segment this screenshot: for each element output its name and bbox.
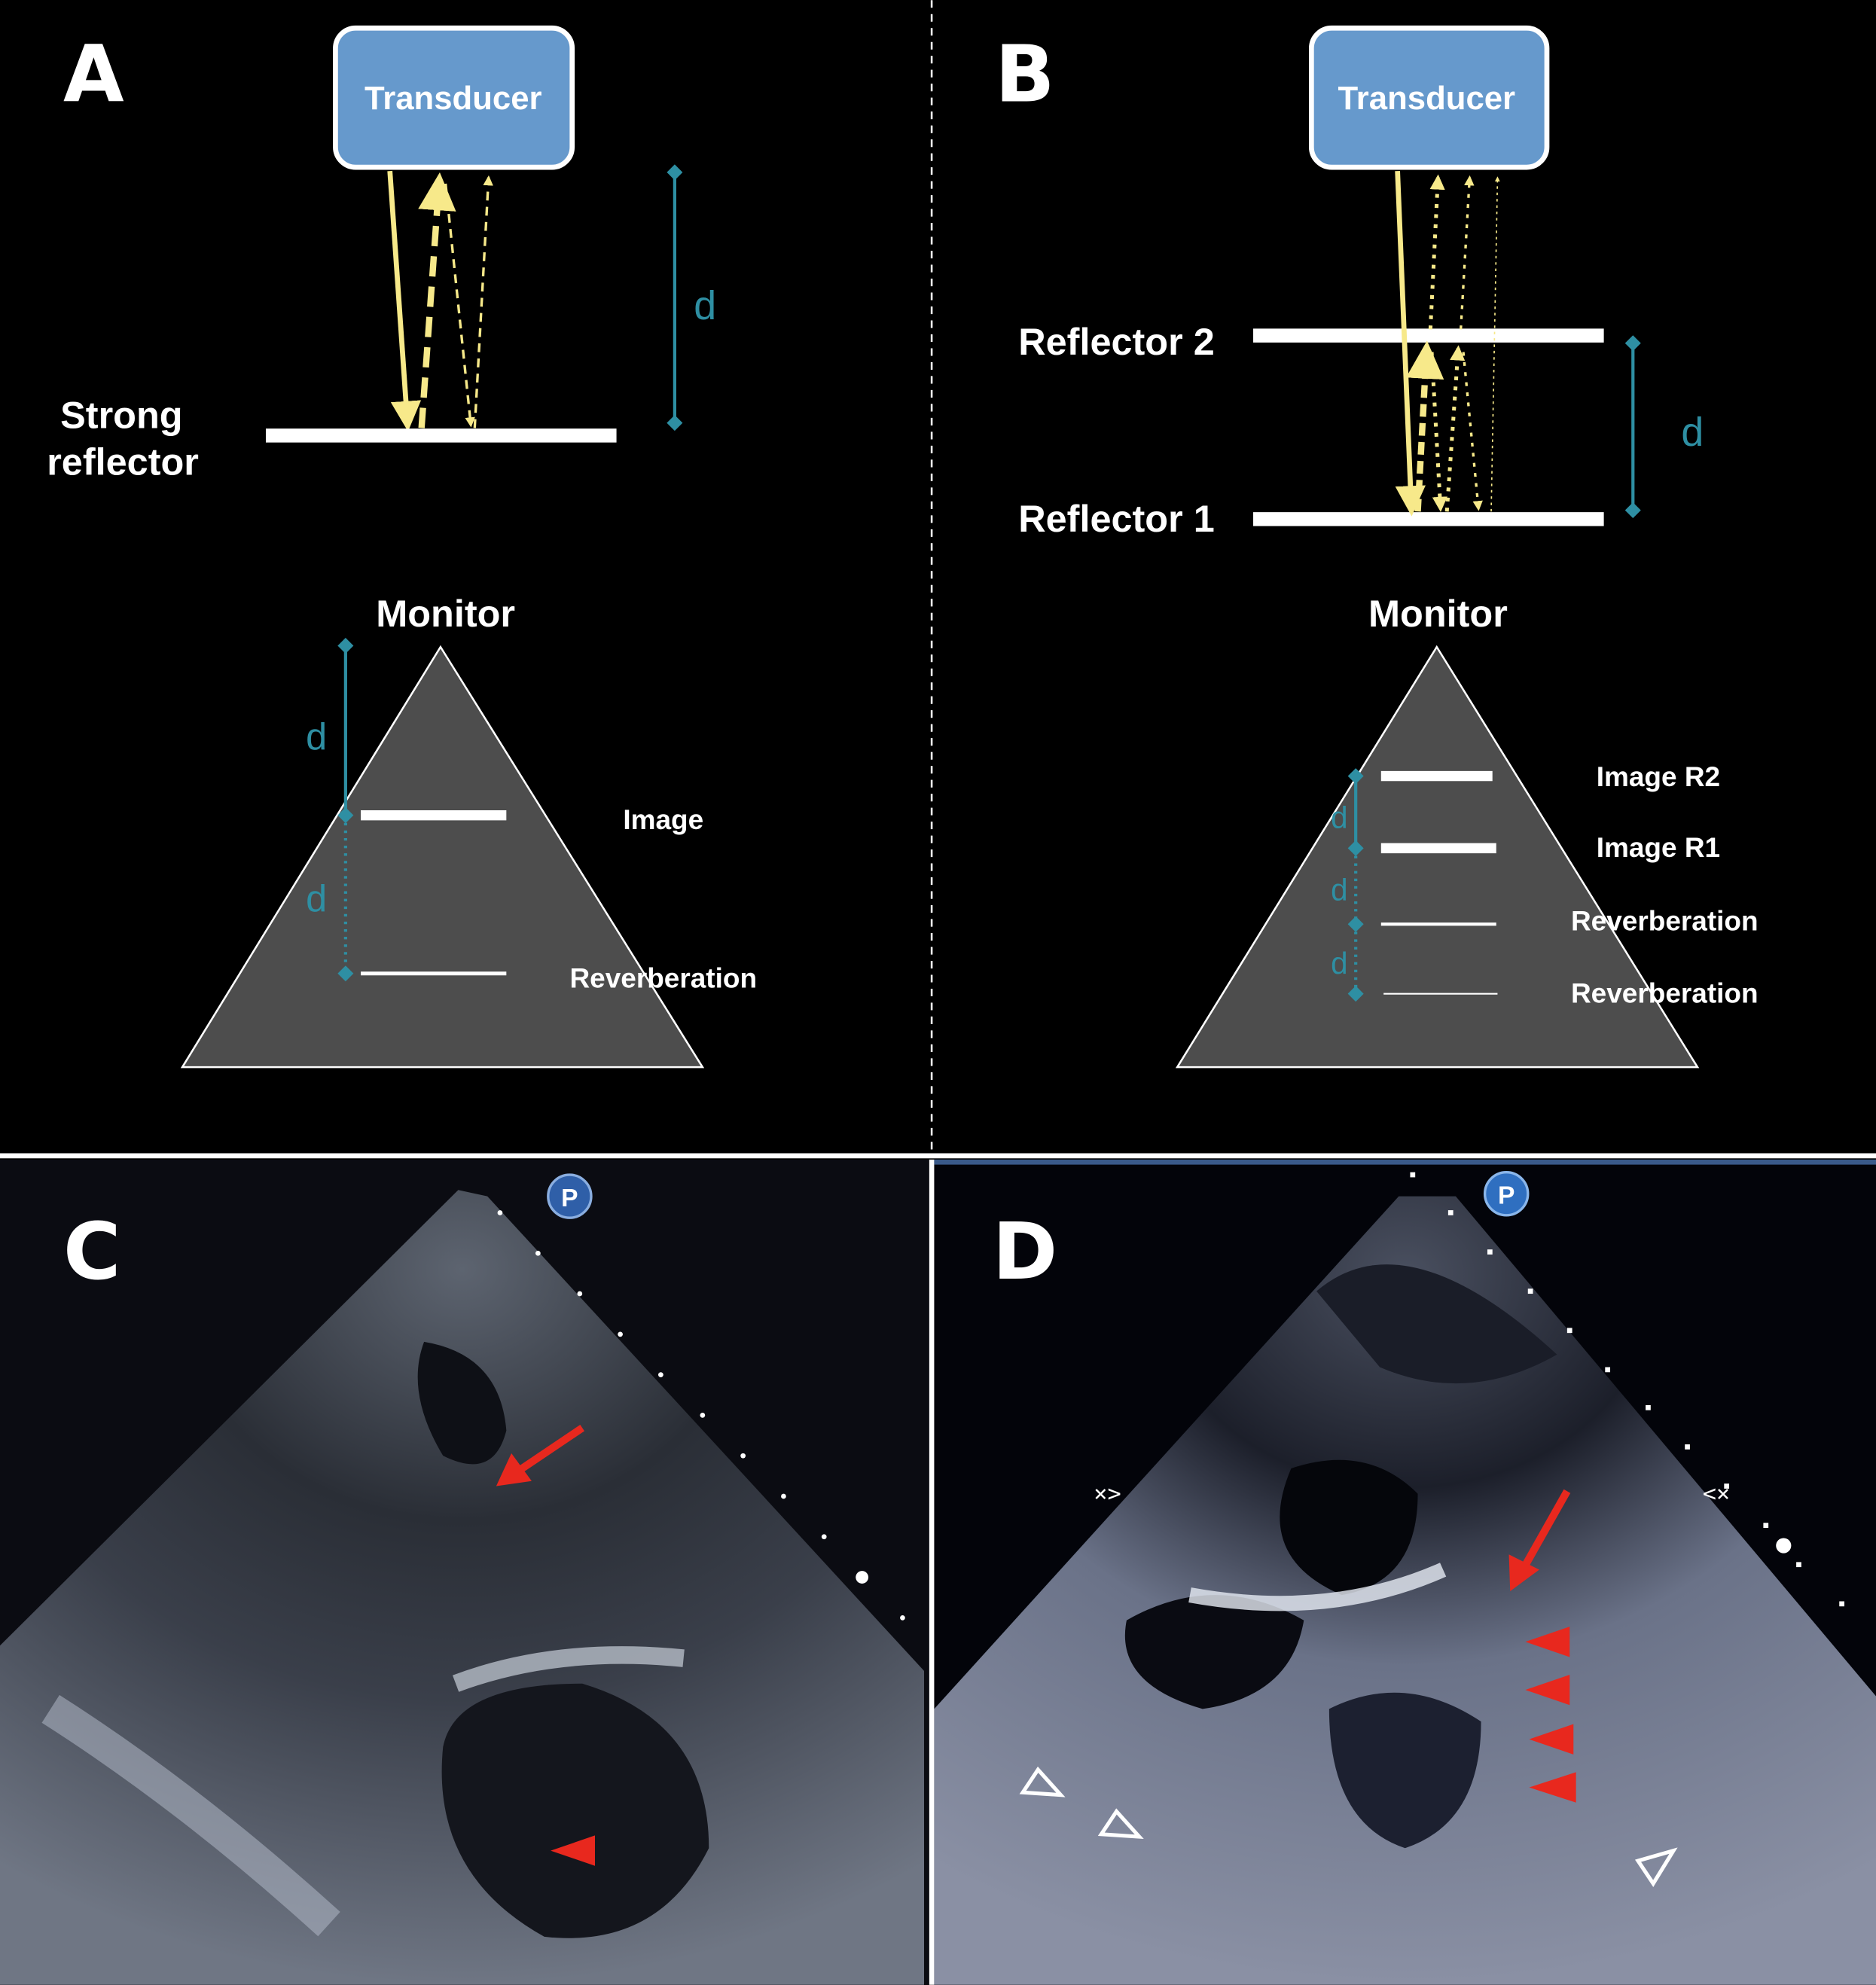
red-arrow-icon bbox=[1508, 1489, 1571, 1592]
transducer-label: Transducer bbox=[1338, 80, 1516, 117]
red-arrowheads bbox=[1525, 1627, 1576, 1803]
monitor-distance-label-3: d bbox=[1331, 946, 1347, 980]
monitor-sector bbox=[180, 645, 705, 1069]
red-arrowhead-icon bbox=[1529, 1772, 1576, 1803]
panel-c: P C bbox=[0, 1159, 929, 1985]
reverb-up-arrow bbox=[473, 175, 493, 428]
probe-marker-icon bbox=[1483, 1170, 1530, 1217]
probe-marker-icon bbox=[547, 1173, 593, 1219]
reverb-up-arrow-1 bbox=[1444, 345, 1466, 512]
panel-d: P D ×> <× bbox=[934, 1159, 1876, 1985]
reverberation-label: Reverberation bbox=[569, 962, 757, 993]
image-r1-label: Image R1 bbox=[1597, 832, 1720, 863]
reverberation-label-1: Reverberation bbox=[1571, 906, 1759, 937]
echo-chamber bbox=[417, 1341, 507, 1465]
reverb-down-arrow bbox=[444, 183, 475, 428]
open-arrowheads bbox=[1019, 1766, 1678, 1887]
open-arrowhead-icon bbox=[1634, 1847, 1678, 1887]
panel-a: A Transducer Strong reflector d Monitor … bbox=[47, 25, 757, 1069]
echo-wall-bright bbox=[452, 1646, 685, 1692]
reverberation-label-2: Reverberation bbox=[1571, 977, 1759, 1008]
monitor-distance-label-1: d bbox=[306, 715, 327, 758]
reflector-1-label: Reflector 1 bbox=[1018, 497, 1215, 540]
monitor-sector bbox=[1175, 645, 1700, 1069]
focus-marker-right-icon: <× bbox=[1703, 1481, 1730, 1508]
echo-chamber bbox=[1328, 1692, 1481, 1849]
red-arrowhead-icon bbox=[1525, 1627, 1570, 1657]
echo-chamber bbox=[1316, 1264, 1557, 1384]
monitor-distance-label-1: d bbox=[1331, 800, 1347, 834]
reflector-2-label: Reflector 2 bbox=[1018, 320, 1215, 363]
monitor-distance-label-2: d bbox=[306, 877, 327, 919]
transducer-label: Transducer bbox=[365, 80, 542, 117]
distance-label: d bbox=[694, 283, 716, 328]
incident-beam-arrow bbox=[387, 170, 422, 432]
incident-beam-arrow bbox=[1395, 170, 1426, 517]
echo-wall-bright bbox=[41, 1694, 340, 1937]
strong-reflector-label-1: Strong bbox=[60, 393, 182, 436]
panel-b: B Transducer Reflector 2 Reflector 1 d M… bbox=[995, 25, 1759, 1069]
transducer-box bbox=[1308, 25, 1550, 170]
depth-marker-dots bbox=[497, 1210, 905, 1621]
monitor-distance-label-2: d bbox=[1331, 872, 1347, 907]
red-arrowhead-icon bbox=[551, 1835, 595, 1866]
top-border bbox=[934, 1159, 1876, 1165]
open-arrowhead-icon bbox=[1019, 1766, 1066, 1797]
image-label: Image bbox=[623, 804, 703, 835]
echo-chamber bbox=[1280, 1459, 1418, 1596]
reverb-up-arrow-3 bbox=[1490, 176, 1500, 512]
red-arrow-icon bbox=[496, 1425, 585, 1486]
transducer-box bbox=[333, 25, 575, 170]
panel-d-letter: D bbox=[993, 1206, 1058, 1297]
probe-marker-label: P bbox=[561, 1185, 578, 1212]
echo-wall-bright bbox=[1188, 1563, 1447, 1611]
echo-arrow bbox=[418, 172, 456, 428]
image-r2-label: Image R2 bbox=[1597, 761, 1720, 792]
panel-b-letter: B bbox=[995, 29, 1054, 120]
panel-a-letter: A bbox=[63, 29, 124, 120]
red-arrowhead-icon bbox=[1525, 1674, 1570, 1706]
echo-arrow bbox=[1405, 340, 1444, 512]
echo-chamber bbox=[1124, 1595, 1304, 1709]
distance-label: d bbox=[1681, 410, 1704, 455]
red-arrowhead-icon bbox=[1529, 1724, 1574, 1755]
open-arrowhead-icon bbox=[1097, 1808, 1144, 1840]
monitor-title: Monitor bbox=[376, 592, 515, 635]
strong-reflector-label-2: reflector bbox=[47, 441, 199, 483]
probe-marker-label: P bbox=[1498, 1182, 1515, 1210]
panel-c-letter: C bbox=[63, 1206, 120, 1297]
echo-chamber bbox=[441, 1683, 709, 1938]
monitor-title: Monitor bbox=[1368, 592, 1508, 635]
depth-marker-dots bbox=[1410, 1172, 1844, 1607]
focus-marker-left-icon: ×> bbox=[1094, 1481, 1121, 1508]
